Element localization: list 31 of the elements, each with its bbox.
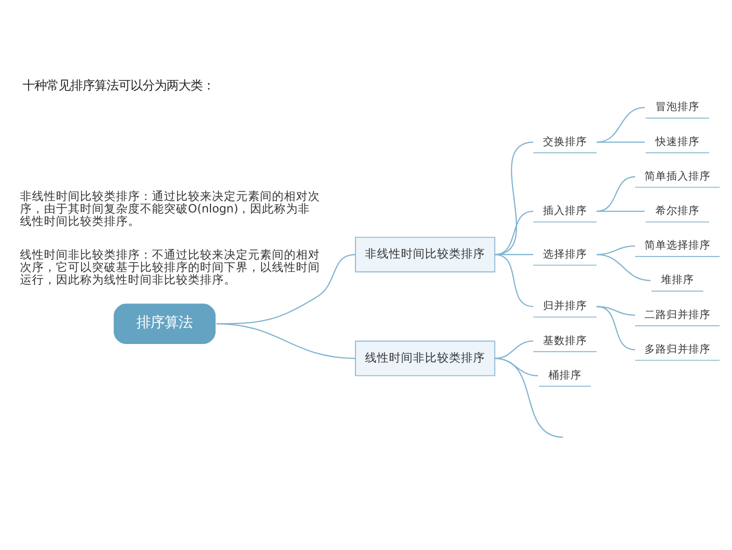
connector <box>596 141 645 142</box>
node-box: 非线性时间比较类排序 <box>354 236 496 272</box>
connector <box>494 357 564 438</box>
diagram-title: 十种常见排序算法可以分为两大类： <box>22 77 215 92</box>
connector <box>494 340 534 358</box>
connector <box>494 254 534 307</box>
node-text: 桶排序 <box>548 368 582 381</box>
connector <box>596 176 636 212</box>
node-text: 插入排序 <box>542 204 587 217</box>
node-box: 线性时间非比较类排序 <box>354 340 496 376</box>
connector <box>596 254 651 281</box>
node-text: 堆排序 <box>660 274 694 286</box>
connector <box>596 106 645 142</box>
node-text: 快速排序 <box>655 135 700 148</box>
node-text: 简单插入排序 <box>644 170 710 182</box>
label: 线性时间非比较类排序：不通过比较来决定元素间的相对次序，它可以突破基于比较排序的时间下界，以线性时间运行，因此称为线性时间非比较类排序。 <box>20 247 320 286</box>
node-text: 交换排序 <box>542 135 587 148</box>
node-text: 基数排序 <box>542 334 587 346</box>
node-text: 简单选择排序 <box>644 239 710 252</box>
connector <box>216 322 356 358</box>
node-box: 排序算法 <box>114 303 216 344</box>
connector <box>596 305 636 350</box>
node-text: 多路归并排序 <box>644 342 710 355</box>
label: 非线性时间比较类排序：通过比较来决定元素间的相对次序，由于其时间复杂度不能突破O(nlogn)，因此称为非线性时间比较类排序。 <box>20 188 320 228</box>
connector <box>216 254 356 324</box>
node-text: 归并排序 <box>542 300 587 312</box>
connector <box>596 210 645 212</box>
node-text: 选择排序 <box>542 248 587 260</box>
node-text: 冒泡排序 <box>655 100 700 113</box>
node-text: 二路归并排序 <box>644 308 710 320</box>
node-text: 希尔排序 <box>655 204 700 217</box>
